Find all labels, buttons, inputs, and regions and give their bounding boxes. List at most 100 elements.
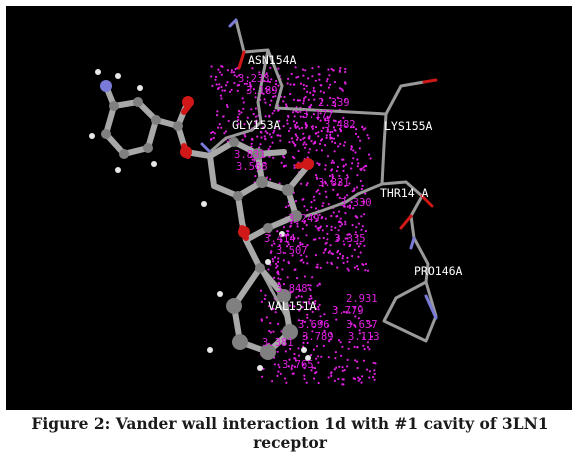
vdw-contact-dot: [223, 132, 226, 135]
vdw-contact-dot: [341, 366, 344, 369]
vdw-contact-dot: [272, 330, 275, 333]
vdw-contact-dot: [314, 225, 317, 228]
vdw-contact-dot: [264, 294, 267, 297]
vdw-contact-dot: [287, 129, 291, 133]
vdw-contact-dot: [302, 99, 305, 102]
vdw-contact-dot: [368, 370, 371, 373]
vdw-contact-dot: [339, 252, 342, 256]
vdw-contact-dot: [360, 215, 363, 218]
vdw-contact-dot: [349, 126, 352, 129]
vdw-contact-dot: [264, 87, 267, 90]
vdw-contact-dot: [357, 376, 360, 379]
vdw-contact-dot: [307, 151, 310, 154]
vdw-contact-dot: [304, 122, 307, 125]
vdw-contact-dot: [312, 86, 315, 90]
vdw-contact-dot: [264, 101, 267, 104]
vdw-contact-dot: [311, 330, 314, 333]
vdw-contact-dot: [327, 119, 330, 122]
vdw-contact-dot: [346, 237, 349, 240]
vdw-contact-dot: [339, 221, 342, 224]
vdw-contact-dot: [332, 69, 335, 72]
vdw-contact-dot: [309, 319, 312, 322]
vdw-contact-dot: [345, 311, 348, 314]
vdw-contact-dot: [353, 266, 357, 269]
vdw-contact-dot: [270, 78, 273, 81]
vdw-contact-dot: [272, 307, 275, 310]
vdw-contact-dot: [301, 68, 305, 71]
vdw-contact-dot: [284, 377, 287, 380]
vdw-contact-dot: [330, 67, 333, 71]
vdw-contact-dot: [359, 251, 362, 254]
vdw-contact-dot: [222, 115, 225, 118]
vdw-contact-dot: [336, 266, 339, 269]
vdw-contact-dot: [314, 126, 318, 129]
vdw-contact-dot: [276, 264, 279, 268]
vdw-contact-dot: [328, 340, 331, 343]
vdw-contact-dot: [275, 262, 278, 265]
vdw-contact-dot: [312, 195, 315, 198]
vdw-contact-dot: [291, 155, 295, 159]
vdw-contact-dot: [337, 229, 340, 232]
vdw-contact-dot: [276, 230, 279, 233]
vdw-contact-dot: [330, 225, 333, 228]
vdw-contact-dot: [325, 225, 329, 228]
vdw-contact-dot: [273, 276, 276, 279]
vdw-contact-dot: [346, 176, 349, 179]
vdw-contact-dot: [294, 123, 297, 126]
vdw-contact-dot: [293, 352, 296, 356]
vdw-contact-dot: [313, 325, 316, 329]
vdw-contact-dot: [311, 310, 314, 313]
residue-label-thr14a: THR14 A: [380, 186, 429, 200]
vdw-contact-dot: [318, 163, 321, 166]
vdw-contact-dot: [263, 297, 266, 301]
vdw-contact-dot: [341, 254, 344, 258]
vdw-contact-dot: [329, 96, 332, 99]
vdw-contact-dot: [315, 371, 318, 374]
vdw-contact-dot: [331, 173, 334, 176]
vdw-contact-dot: [326, 117, 329, 120]
vdw-contact-dot: [342, 144, 346, 147]
vdw-contact-dot: [236, 116, 240, 119]
vdw-contact-dot: [306, 262, 309, 265]
vdw-contact-dot: [303, 87, 306, 90]
vdw-contact-dot: [253, 159, 256, 162]
vdw-contact-dot: [283, 164, 286, 167]
vdw-contact-dot: [329, 133, 332, 136]
vdw-contact-dot: [299, 259, 302, 262]
vdw-contact-dot: [357, 222, 361, 225]
molecule-viewer[interactable]: ASN154A GLY153A LYS155A THR14 A PRO146A …: [6, 6, 572, 410]
vdw-contact-dot: [309, 354, 313, 357]
vdw-contact-dot: [346, 194, 349, 197]
vdw-contact-dot: [227, 119, 230, 123]
vdw-contact-dot: [356, 366, 359, 370]
vdw-contact-dot: [242, 107, 245, 110]
vdw-contact-dot: [279, 139, 282, 142]
vdw-contact-dot: [338, 365, 341, 368]
vdw-contact-dot: [346, 358, 349, 361]
vdw-contact-dot: [230, 71, 233, 74]
vdw-contact-dot: [358, 378, 362, 381]
vdw-contact-dot: [344, 220, 347, 223]
vdw-contact-dot: [324, 217, 327, 220]
vdw-contact-dot: [305, 143, 308, 146]
vdw-contact-dot: [218, 83, 221, 86]
vdw-contact-dot: [353, 306, 356, 309]
vdw-contact-dot: [338, 210, 341, 213]
vdw-contact-dot: [279, 278, 282, 281]
residue-label-val151a: VAL151A: [268, 299, 317, 313]
vdw-contact-dot: [217, 126, 220, 129]
vdw-contact-dot: [311, 67, 314, 70]
vdw-contact-dot: [344, 212, 347, 215]
vdw-contact-dot: [334, 141, 337, 145]
vdw-contact-dot: [294, 133, 297, 136]
vdw-contact-dot: [250, 142, 253, 145]
vdw-contact-dot: [264, 130, 267, 133]
vdw-contact-dot: [327, 203, 330, 206]
vdw-contact-dot: [316, 263, 319, 266]
vdw-contact-dot: [346, 205, 349, 208]
vdw-contact-dot: [254, 96, 257, 99]
vdw-contact-dot: [333, 137, 336, 140]
vdw-contact-dot: [351, 224, 354, 227]
vdw-contact-dot: [298, 309, 301, 312]
vdw-contact-dot: [338, 181, 341, 184]
